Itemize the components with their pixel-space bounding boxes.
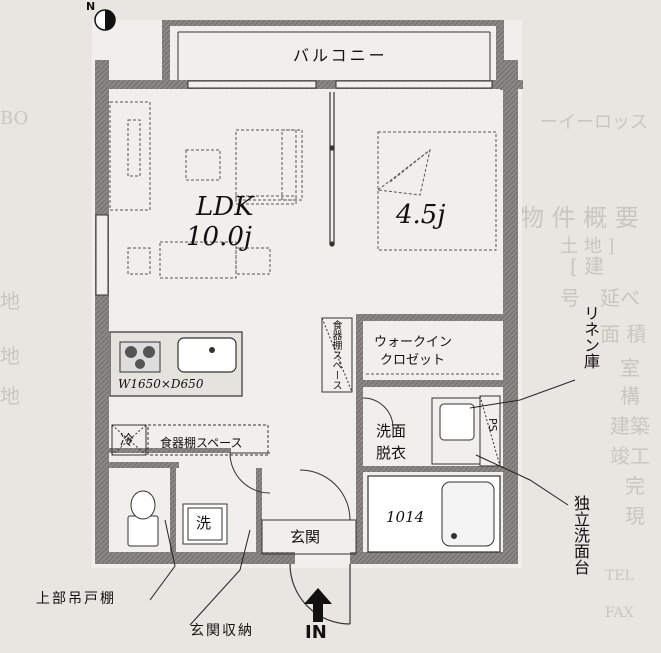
washroom-fixtures [431,395,501,467]
bg-text: 竣工 [610,444,650,468]
bg-text: TEL [605,568,634,584]
doors [229,397,394,625]
bg-text: 室 [620,356,640,380]
kitchen-dimensions: W1650×D650 [118,377,204,391]
cupboard-space-label: 食器棚スペース [160,436,243,450]
bg-text: 面 積 [600,322,647,346]
bg-text: BO [0,108,29,129]
entrance-step [261,519,357,555]
interior-walls [109,314,504,554]
walkin-closet-label-2: クロゼット [380,353,446,368]
pipe-space-label: PS [486,418,499,432]
bg-text: 完 [625,474,645,498]
washroom-label-1: 洗面 [376,422,407,440]
bg-text: 建築 [610,414,650,438]
ldk-furniture [109,101,303,279]
bg-text: 構 [620,384,640,408]
bg-text: 物 件 概 要 [520,204,639,232]
fridge-row [111,424,269,456]
entrance-arrow [304,588,332,622]
entrance-storage-callout: 玄関収納 [190,623,254,639]
linen-closet-callout: リネン庫 [581,305,600,369]
ldk-label: LDK [196,192,254,222]
entrance-in-label: IN [305,622,327,643]
pantry-shelf [321,317,353,393]
bed [377,131,497,251]
bedroom-size: 4.5j [396,200,446,230]
compass-icon [94,9,116,31]
pantry-label: 食器棚スペース [330,320,341,390]
bg-text: 地 [0,344,20,368]
balcony [162,20,504,84]
windows [95,80,493,296]
bg-text: [ 建 [570,254,605,278]
bath-size-label: 1014 [386,508,425,526]
vanity-callout: 独立洗面台 [571,495,590,575]
washroom-label-2: 脱衣 [376,444,407,462]
bg-text: 地 [0,289,20,313]
washer-pan [182,503,228,545]
bg-text: 延べ [600,286,640,310]
callout-lines [149,379,576,626]
fridge-label: 冷 [120,433,134,449]
bg-text: 現 [625,504,645,528]
kitchen-counter [109,331,243,397]
upper-cabinet-callout: 上部吊戸棚 [36,591,116,607]
balcony-label: バルコニー [293,46,388,65]
bg-text: 地 [0,384,20,408]
bathtub [367,475,501,553]
compass-label: N [86,0,96,13]
entrance-label: 玄関 [290,528,321,546]
bg-text: FAX [605,605,634,621]
partition [329,92,335,247]
washer-label: 洗 [196,514,212,532]
bg-text: ーイーロッス [540,112,648,133]
ldk-size: 10.0j [186,222,252,252]
toilet [127,490,159,547]
walkin-closet-label-1: ウォークイン [374,335,453,350]
bg-text: 土 地 ] [560,236,615,257]
bg-text: 号 [560,286,580,310]
